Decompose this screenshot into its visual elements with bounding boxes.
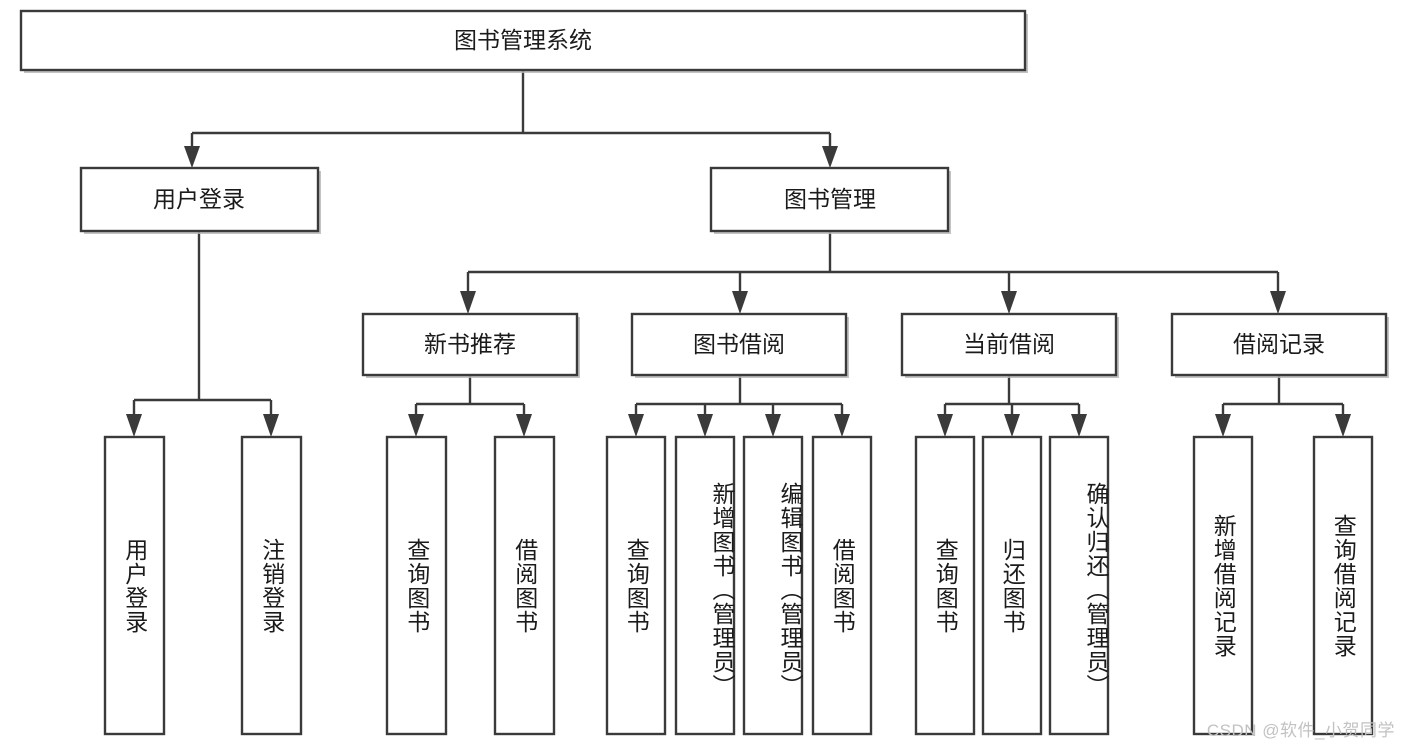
arrowhead-leaf-add-record [1215, 414, 1231, 437]
borrow-record-rect [1170, 312, 1388, 377]
leaf-query-book-2-rect[interactable] [605, 435, 667, 736]
root-rect [19, 9, 1027, 72]
arrowhead-leaf-edit-book [765, 414, 781, 437]
node-user-login[interactable]: 用户登录 [79, 166, 321, 234]
arrowhead-leaf-query-book-3 [937, 414, 953, 437]
leaf-query-book-2-label: 查询图书 [623, 537, 650, 634]
connector-group [126, 70, 1351, 437]
current-borrow-rect [900, 312, 1118, 377]
leaf-query-book-1-rect[interactable] [385, 435, 448, 736]
arrowhead-leaf-query-record [1335, 414, 1351, 437]
node-borrow-record[interactable]: 借阅记录 [1170, 312, 1389, 378]
leaf-edit-book-label: 编辑图书（管理员） [777, 481, 803, 698]
arrowhead-leaf-query-book-1 [408, 414, 424, 437]
leaf-borrow-book-2-rect[interactable] [811, 435, 873, 736]
leaf-confirm-return-rect[interactable] [1048, 435, 1110, 736]
new-book-recommend-label: 新书推荐 [424, 331, 516, 357]
node-current-borrow[interactable]: 当前借阅 [900, 312, 1119, 378]
arrowhead-leaf-borrow-book-2 [834, 414, 850, 437]
arrowhead-book-management [822, 146, 838, 168]
arrowhead-borrow-record [1270, 291, 1286, 314]
leaf-query-book-3-label: 查询图书 [932, 537, 959, 634]
arrowhead-leaf-query-book-2 [628, 414, 644, 437]
arrowhead-leaf-logout-login [263, 414, 279, 437]
leaf-user-login-rect[interactable] [103, 435, 166, 736]
leaf-query-book-3-rect[interactable] [914, 435, 976, 736]
arrowhead-book-borrow [732, 291, 748, 314]
leaf-return-book-label: 归还图书 [999, 537, 1026, 634]
arrowhead-new-book-recommend [460, 291, 476, 314]
arrowhead-leaf-add-book [697, 414, 713, 437]
leaf-edit-book-rect[interactable] [742, 435, 804, 736]
leaf-confirm-return-label: 确认归还（管理员） [1083, 481, 1109, 698]
leaf-borrow-book-2-label: 借阅图书 [829, 537, 856, 634]
leaf-query-book-1-label: 查询图书 [403, 537, 430, 634]
node-root[interactable]: 图书管理系统 [19, 9, 1028, 73]
leaf-return-book-rect[interactable] [981, 435, 1043, 736]
arrowhead-leaf-user-login [126, 414, 142, 437]
node-book-management[interactable]: 图书管理 [709, 166, 951, 234]
user-login-rect [79, 166, 320, 233]
user-login-label: 用户登录 [153, 186, 245, 212]
node-new-book-recommend[interactable]: 新书推荐 [361, 312, 580, 378]
leaf-query-record-label: 查询借阅记录 [1330, 513, 1357, 658]
new-book-recommend-rect [361, 312, 579, 377]
arrowhead-leaf-borrow-book-1 [516, 414, 532, 437]
borrow-record-label: 借阅记录 [1233, 331, 1325, 357]
arrowhead-leaf-return-book [1004, 414, 1020, 437]
leaf-add-book-rect[interactable] [674, 435, 736, 736]
arrowhead-user-login [184, 146, 200, 168]
leaf-logout-login-label: 注销登录 [258, 537, 285, 634]
leaf-borrow-book-1-rect[interactable] [493, 435, 556, 736]
leaf-add-record-label: 新增借阅记录 [1210, 513, 1237, 658]
current-borrow-label: 当前借阅 [963, 331, 1055, 357]
root-label: 图书管理系统 [454, 27, 592, 53]
leaf-logout-login-rect[interactable] [240, 435, 303, 736]
node-book-borrow[interactable]: 图书借阅 [630, 312, 849, 378]
book-borrow-rect [630, 312, 848, 377]
book-management-label: 图书管理 [784, 186, 876, 212]
book-borrow-label: 图书借阅 [693, 331, 785, 357]
leaf-box-group [103, 435, 1374, 736]
arrowhead-leaf-confirm-return [1071, 414, 1087, 437]
leaf-user-login-label: 用户登录 [121, 537, 148, 634]
leaf-add-book-label: 新增图书（管理员） [709, 481, 735, 698]
book-management-rect [709, 166, 950, 233]
leaf-borrow-book-1-label: 借阅图书 [511, 537, 538, 634]
leaf-add-record-rect[interactable] [1192, 435, 1254, 736]
arrowhead-current-borrow [1001, 291, 1017, 314]
leaf-query-record-rect[interactable] [1312, 435, 1374, 736]
